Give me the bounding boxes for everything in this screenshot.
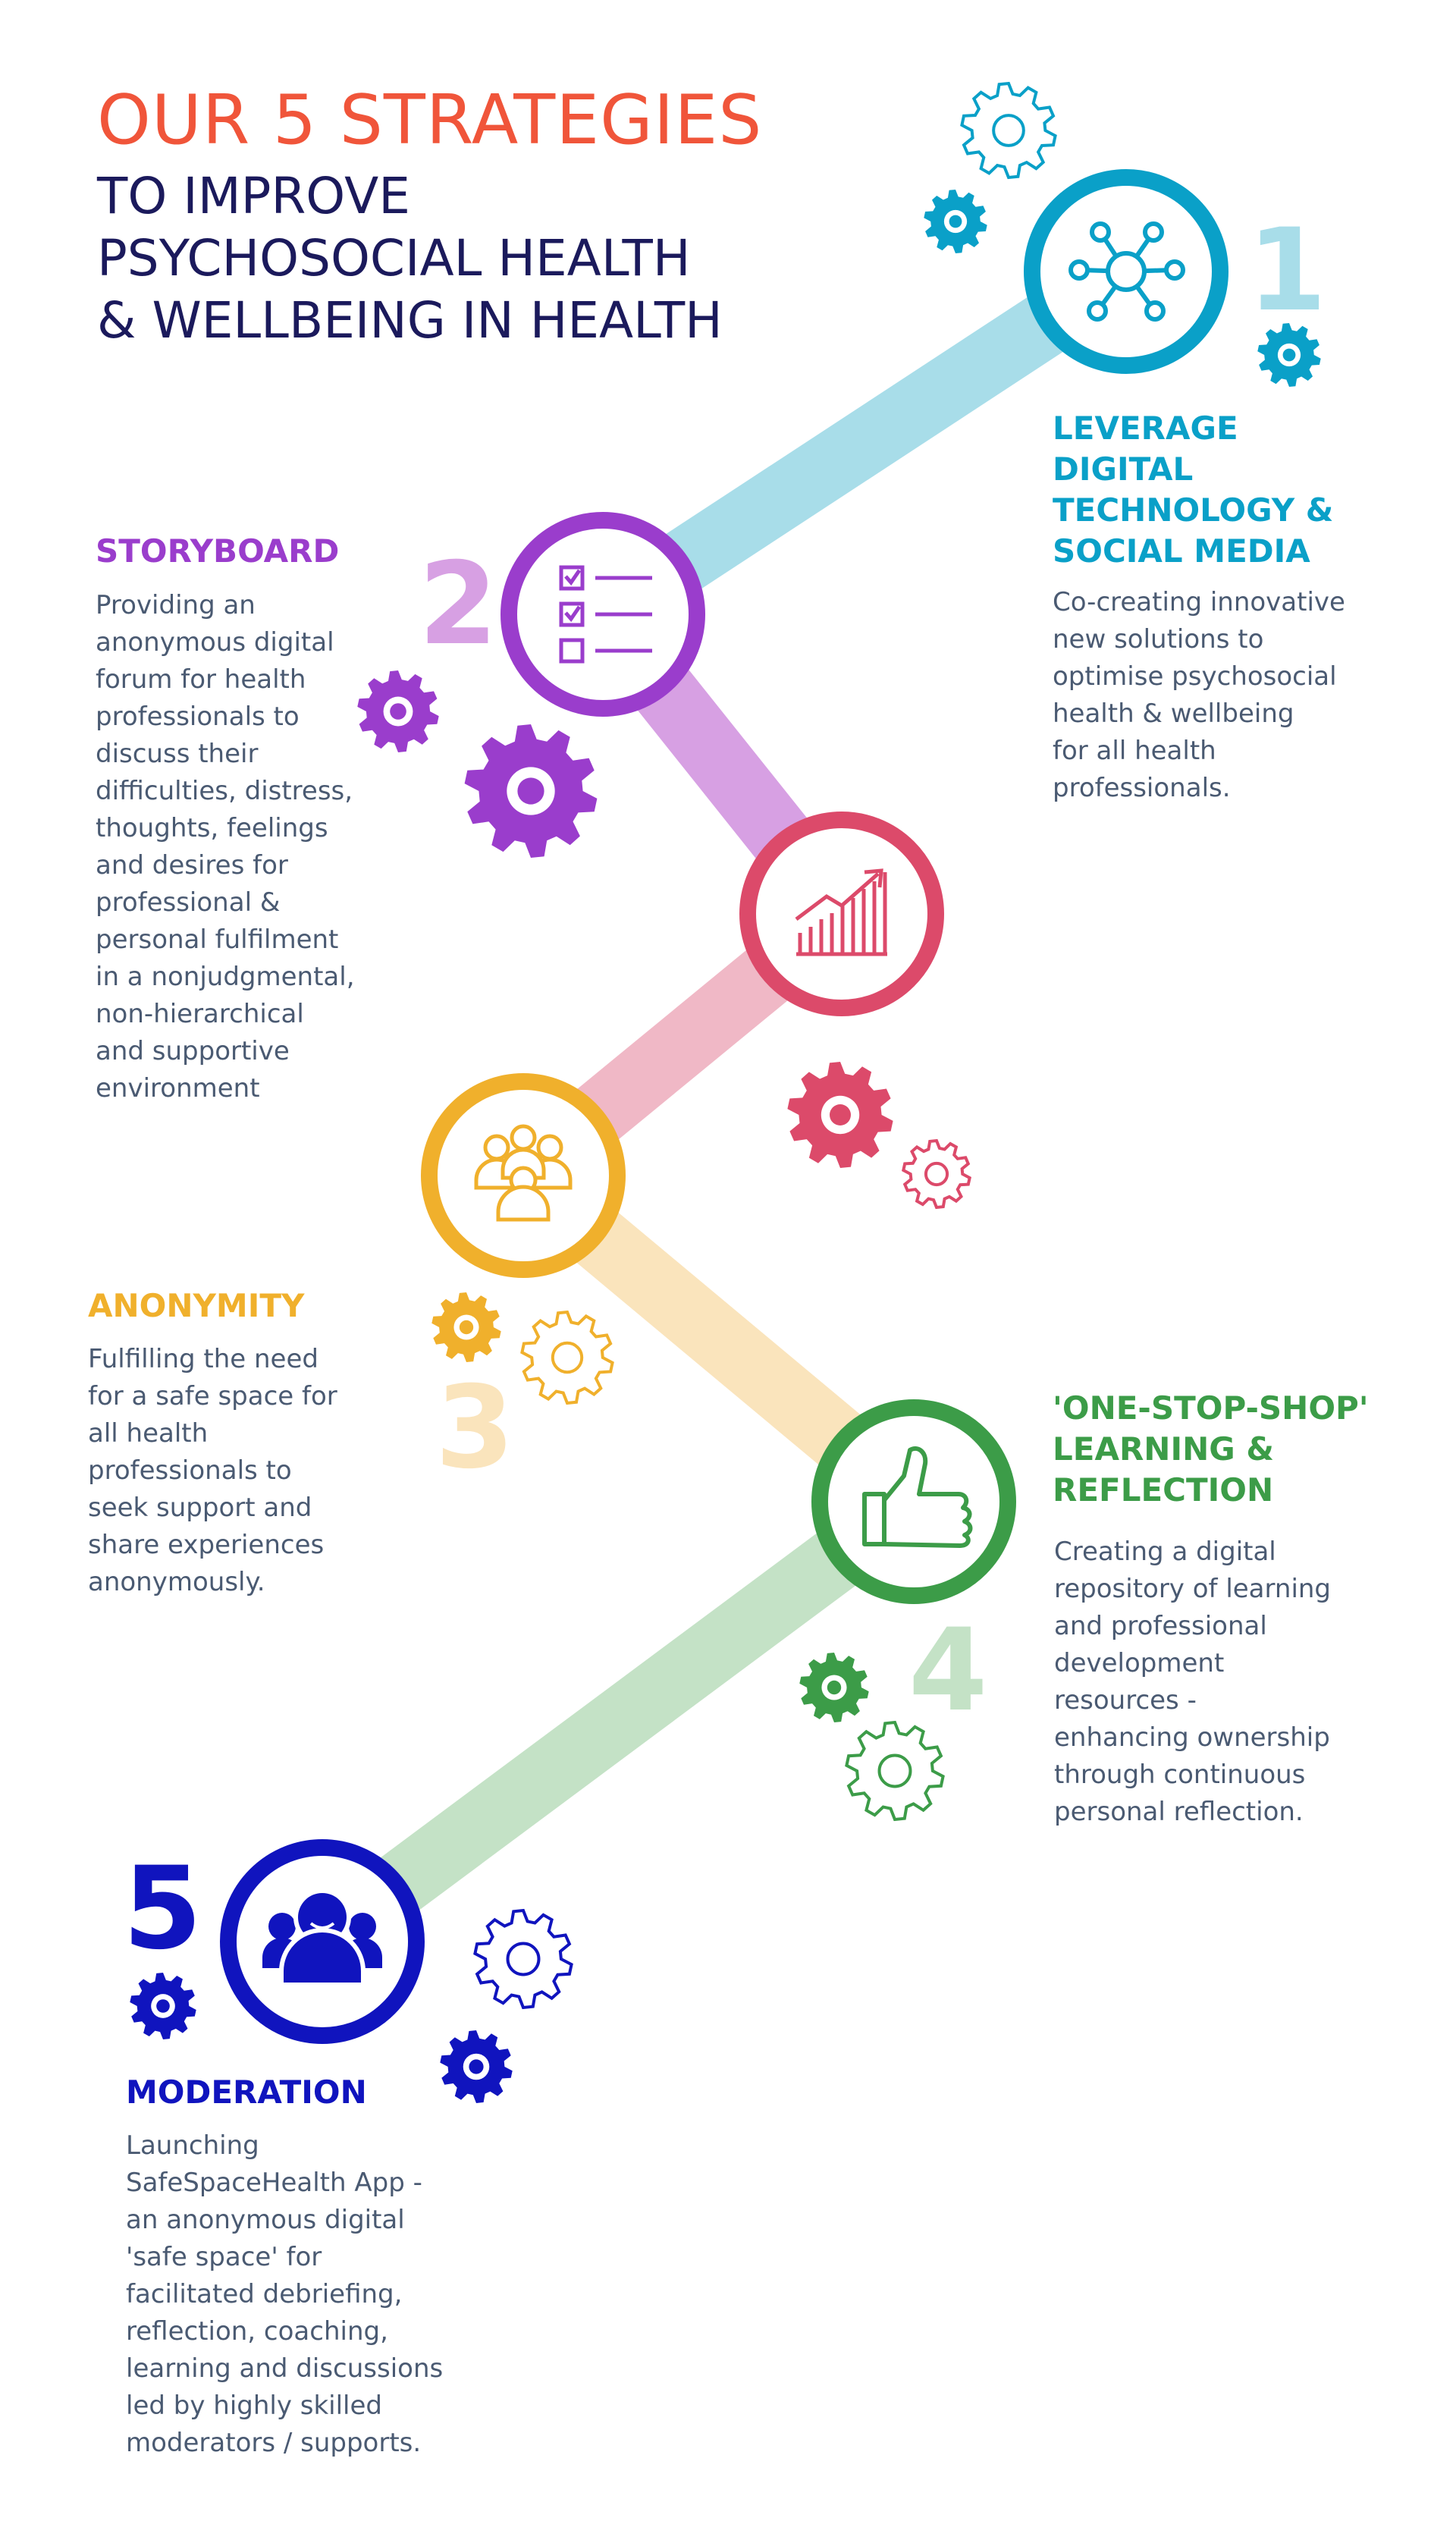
strategy-2-heading: STORYBOARD — [96, 531, 339, 572]
text-line: share experiences — [88, 1530, 325, 1560]
text-line: all health — [88, 1418, 209, 1449]
strategy-4-description: Creating a digital repository of learnin… — [1054, 1534, 1331, 1831]
text-line: enhancing ownership — [1054, 1722, 1330, 1753]
growth-chart-icon — [795, 868, 887, 956]
gear-icon — [130, 1973, 196, 2039]
text-line: personal fulfilment — [96, 925, 339, 955]
gear-icon — [787, 1062, 893, 1168]
text-line: professionals to — [96, 702, 300, 732]
strategy-4-number: 4 — [908, 1605, 988, 1737]
text-line: Co-creating innovative — [1053, 587, 1345, 617]
text-line: thoughts, feelings — [96, 813, 328, 843]
text-line: health & wellbeing — [1053, 699, 1294, 729]
gear-icon — [924, 190, 987, 253]
text-line: anonymous digital — [96, 627, 334, 658]
strategy-5-heading: MODERATION — [126, 2072, 367, 2113]
strategy-3-heading: ANONYMITY — [88, 1286, 304, 1326]
heading-line: ANONYMITY — [88, 1287, 305, 1324]
text-line: for all health — [1053, 736, 1216, 766]
subtitle-line: PSYCHOSOCIAL HEALTH — [97, 229, 691, 287]
strategy-2-description: Providing an anonymous digital forum for… — [96, 587, 355, 1107]
heading-line: MODERATION — [126, 2074, 367, 2111]
heading-line: TECHNOLOGY & — [1053, 491, 1334, 529]
subtitle-line: TO IMPROVE — [97, 167, 410, 225]
subtitle-line: & WELLBEING IN HEALTH — [97, 291, 723, 350]
text-line: and professional — [1054, 1611, 1267, 1641]
text-line: and desires for — [96, 850, 288, 881]
gear-icon — [902, 1138, 971, 1210]
text-line: forum for health — [96, 664, 306, 695]
strategy-1-heading: LEVERAGE DIGITAL TECHNOLOGY & SOCIAL MED… — [1053, 408, 1333, 572]
strategy-3-description: Fulfilling the need for a safe space for… — [88, 1341, 337, 1601]
text-line: professionals to — [88, 1455, 292, 1486]
text-line: in a nonjudgmental, — [96, 962, 355, 992]
text-line: reflection, coaching, — [126, 2316, 388, 2347]
gear-icon — [845, 1720, 945, 1822]
heading-line: REFLECTION — [1053, 1471, 1274, 1509]
heading-line: LEARNING & — [1053, 1430, 1274, 1468]
strategy-5-description: Launching SafeSpaceHealth App - an anony… — [126, 2127, 443, 2462]
page-title: OUR 5 STRATEGIES — [97, 80, 763, 160]
text-line: anonymously. — [88, 1567, 265, 1597]
heading-line: 'ONE-STOP-SHOP' — [1053, 1389, 1369, 1427]
text-line: learning and discussions — [126, 2353, 444, 2384]
strategy-1-description: Co-creating innovative new solutions to … — [1053, 584, 1345, 807]
text-line: environment — [96, 1073, 260, 1104]
text-line: optimise psychosocial — [1053, 661, 1337, 692]
text-line: professional & — [96, 887, 281, 918]
text-line: non-hierarchical — [96, 999, 304, 1029]
text-line: repository of learning — [1054, 1574, 1332, 1604]
checklist-icon — [559, 565, 652, 664]
text-line: difficulties, distress, — [96, 776, 353, 806]
text-line: SafeSpaceHealth App - — [126, 2168, 422, 2198]
text-line: professionals. — [1053, 773, 1231, 803]
text-line: led by highly skilled — [126, 2391, 383, 2421]
strategy-4-circle — [811, 1399, 1016, 1604]
gear-icon — [520, 1310, 614, 1405]
connector-1-2 — [585, 244, 1144, 642]
text-line: resources - — [1054, 1685, 1197, 1716]
gear-icon — [440, 2030, 513, 2103]
heading-line: SOCIAL MEDIA — [1053, 532, 1310, 570]
strategy-4-heading: 'ONE-STOP-SHOP' LEARNING & REFLECTION — [1053, 1388, 1369, 1511]
gear-icon — [473, 1908, 573, 2010]
group-icon — [474, 1124, 573, 1222]
text-line: Providing an — [96, 590, 256, 620]
gear-icon — [960, 81, 1057, 180]
network-icon — [1068, 221, 1185, 322]
heading-line: DIGITAL — [1053, 451, 1194, 488]
text-line: discuss their — [96, 739, 259, 769]
text-line: new solutions to — [1053, 624, 1264, 655]
heading-line: STORYBOARD — [96, 532, 340, 570]
text-line: for a safe space for — [88, 1381, 337, 1411]
gear-icon — [799, 1653, 869, 1722]
connector-5-6 — [303, 1475, 934, 1968]
text-line: 'safe space' for — [126, 2242, 322, 2272]
gear-icon — [1257, 323, 1321, 387]
text-line: through continuous — [1054, 1760, 1306, 1790]
text-line: personal reflection. — [1054, 1797, 1304, 1827]
gear-icon — [357, 670, 439, 752]
strategy-1-number: 1 — [1247, 205, 1327, 337]
strategy-3-number: 3 — [435, 1362, 515, 1494]
strategy-2-number: 2 — [419, 538, 498, 670]
page-subtitle: TO IMPROVE PSYCHOSOCIAL HEALTH & WELLBEI… — [97, 165, 723, 352]
text-line: development — [1054, 1648, 1225, 1678]
thumbs-up-icon — [862, 1446, 973, 1548]
text-line: Fulfilling the need — [88, 1344, 318, 1374]
text-line: Launching — [126, 2130, 259, 2161]
text-line: and supportive — [96, 1036, 290, 1066]
text-line: an anonymous digital — [126, 2205, 405, 2235]
text-line: seek support and — [88, 1493, 312, 1523]
text-line: Creating a digital — [1054, 1537, 1276, 1567]
gear-icon — [431, 1292, 501, 1362]
text-line: moderators / supports. — [126, 2428, 422, 2458]
strategy-5-number: 5 — [123, 1843, 202, 1975]
heading-line: LEVERAGE — [1053, 410, 1238, 447]
gear-icon — [464, 724, 598, 858]
team-icon — [262, 1888, 382, 1987]
text-line: facilitated debriefing, — [126, 2279, 403, 2309]
